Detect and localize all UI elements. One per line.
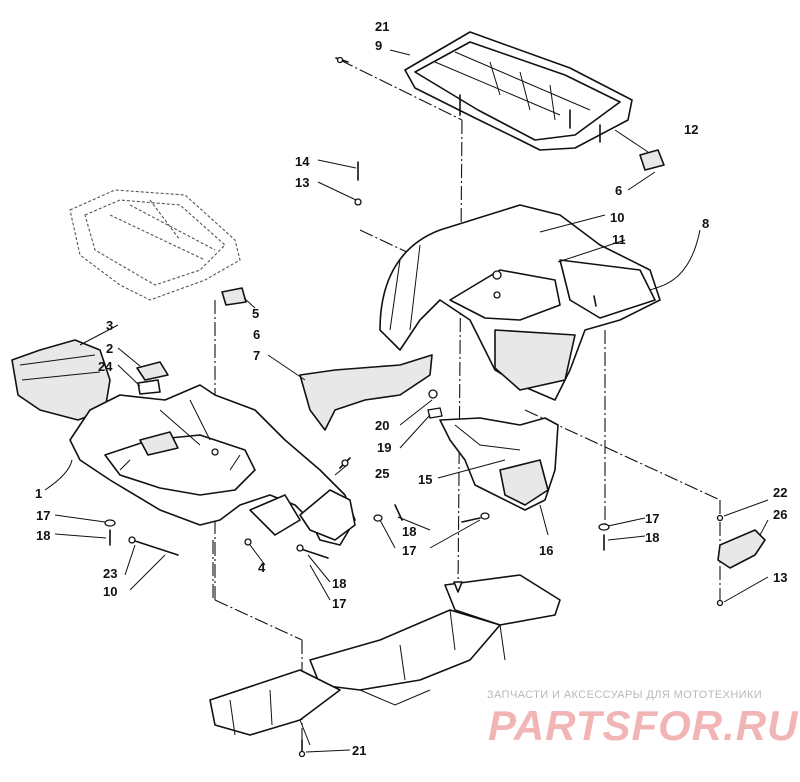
callout-3: 3 (106, 318, 113, 333)
callout-9: 9 (375, 38, 382, 53)
callout-12: 12 (684, 122, 698, 137)
callout-5: 5 (252, 306, 259, 321)
callout-17-center: 17 (332, 596, 346, 611)
callout-6-rack: 6 (615, 183, 622, 198)
callout-13-top: 13 (295, 175, 309, 190)
callout-8: 8 (702, 216, 709, 231)
seat-cushion (11, 339, 111, 421)
small-pads (136, 361, 169, 395)
callout-23: 23 (103, 566, 117, 581)
callout-19: 19 (377, 440, 391, 455)
callout-16: 16 (539, 543, 553, 558)
rear-rack (404, 31, 633, 151)
trim-strip (299, 354, 433, 431)
callout-10-fender: 10 (610, 210, 624, 225)
callout-21-bottom: 21 (352, 743, 366, 758)
callout-18-left: 18 (36, 528, 50, 543)
watermark-caption: ЗАПЧАСТИ И АКСЕССУАРЫ ДЛЯ МОТОТЕХНИКИ (487, 689, 763, 701)
callout-14: 14 (295, 154, 310, 169)
bracket (717, 529, 766, 569)
callout-26: 26 (773, 507, 787, 522)
callout-17-left: 17 (36, 508, 50, 523)
front-rack-outline (69, 189, 241, 301)
callout-24: 24 (98, 359, 113, 374)
callout-10-bolt: 10 (103, 584, 117, 599)
callout-25: 25 (375, 466, 389, 481)
callout-15: 15 (418, 472, 432, 487)
callout-leaders (44, 49, 769, 753)
callout-18-center: 18 (332, 576, 346, 591)
callout-labels: 21 9 12 6 10 11 8 14 13 5 6 7 3 2 24 1 1… (35, 19, 787, 758)
callout-20: 20 (375, 418, 389, 433)
callout-18-right: 18 (645, 530, 659, 545)
callout-6-clip: 6 (253, 327, 260, 342)
rear-fender (379, 204, 661, 401)
watermark-logo: PARTSFOR.RU (488, 702, 799, 749)
side-panel (427, 389, 559, 511)
callout-18-mid: 18 (402, 524, 416, 539)
front-fender (69, 384, 356, 546)
clip (221, 287, 247, 306)
callout-21-top: 21 (375, 19, 389, 34)
callout-1: 1 (35, 486, 42, 501)
callout-22: 22 (773, 485, 787, 500)
vehicle-frame (209, 574, 561, 746)
rack-bracket (639, 149, 665, 171)
callout-17-mid: 17 (402, 543, 416, 558)
callout-4: 4 (258, 560, 266, 575)
callout-17-right: 17 (645, 511, 659, 526)
callout-7: 7 (253, 348, 260, 363)
callout-11: 11 (612, 232, 626, 247)
callout-2: 2 (106, 341, 113, 356)
callout-13-bottom: 13 (773, 570, 787, 585)
fasteners (104, 56, 724, 758)
